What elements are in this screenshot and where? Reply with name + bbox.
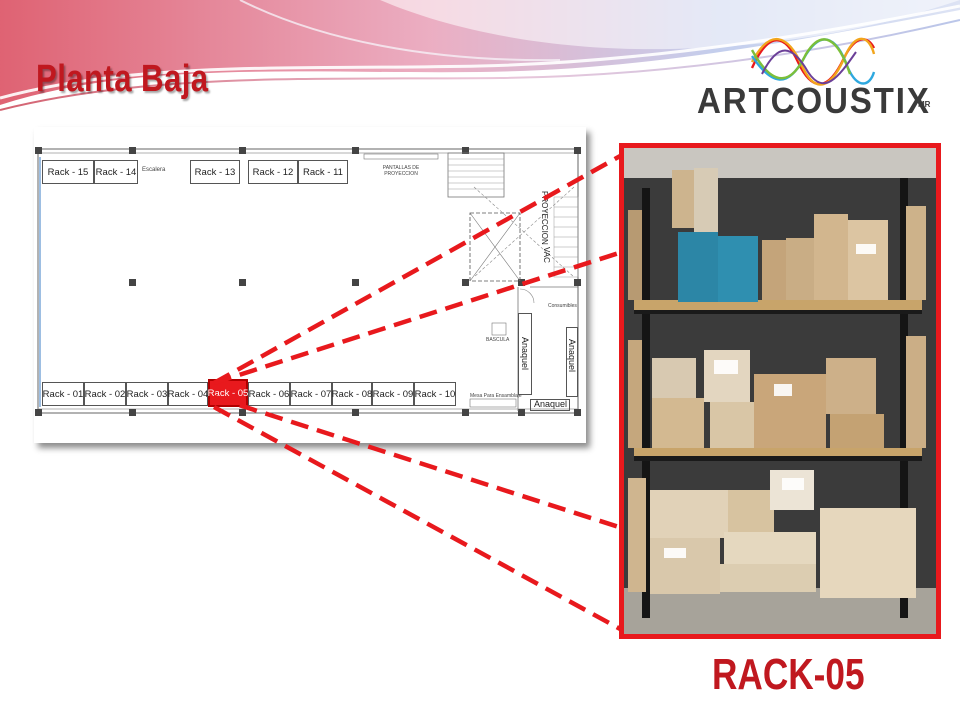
vac-label: VAC xyxy=(542,247,551,263)
shelf-bottom-label: Anaquel xyxy=(534,399,568,409)
projection-vertical-label: PROYECCION xyxy=(540,191,549,245)
rack-15: Rack - 15 xyxy=(42,160,94,184)
rack-08: Rack - 08 xyxy=(332,382,372,406)
rack-caption: RACK-05 xyxy=(712,650,865,699)
assembly-table-label: Mesa Para Ensamblaje xyxy=(470,393,522,399)
rack-04: Rack - 04 xyxy=(168,382,208,406)
rack-05-highlighted: Rack - 05 xyxy=(208,379,248,407)
rack-06: Rack - 06 xyxy=(248,382,290,406)
rack-13: Rack - 13 xyxy=(190,160,240,184)
shelf-left-label: Anaquel xyxy=(520,337,530,371)
shelf-right-label: Anaquel xyxy=(567,339,577,373)
rack-12: Rack - 12 xyxy=(248,160,298,184)
stair-label: Escalera xyxy=(142,167,166,173)
rack-14: Rack - 14 xyxy=(94,160,138,184)
rack-01: Rack - 01 xyxy=(42,382,84,406)
scale-label: BASCULA xyxy=(486,337,510,343)
rack-02: Rack - 02 xyxy=(84,382,126,406)
rack-03: Rack - 03 xyxy=(126,382,168,406)
rack-11: Rack - 11 xyxy=(298,160,348,184)
rack-05-photo xyxy=(619,143,941,639)
projection-screens-label: PANTALLAS DE PROYECCION xyxy=(382,165,420,177)
rack-07: Rack - 07 xyxy=(290,382,332,406)
rack-photo-illustration xyxy=(624,148,936,634)
slide-title: Planta Baja xyxy=(36,58,209,100)
consumables-label: Consumibles xyxy=(548,303,577,309)
logo-trademark: MR xyxy=(918,100,931,109)
artcoustix-wave-logo-icon xyxy=(750,37,876,86)
logo-wordmark: ARTCOUSTIX xyxy=(697,80,931,121)
floor-plan: Rack - 15 Rack - 14 Escalera Rack - 13 R… xyxy=(34,127,586,443)
rack-09: Rack - 09 xyxy=(372,382,414,406)
rack-10: Rack - 10 xyxy=(414,382,456,406)
